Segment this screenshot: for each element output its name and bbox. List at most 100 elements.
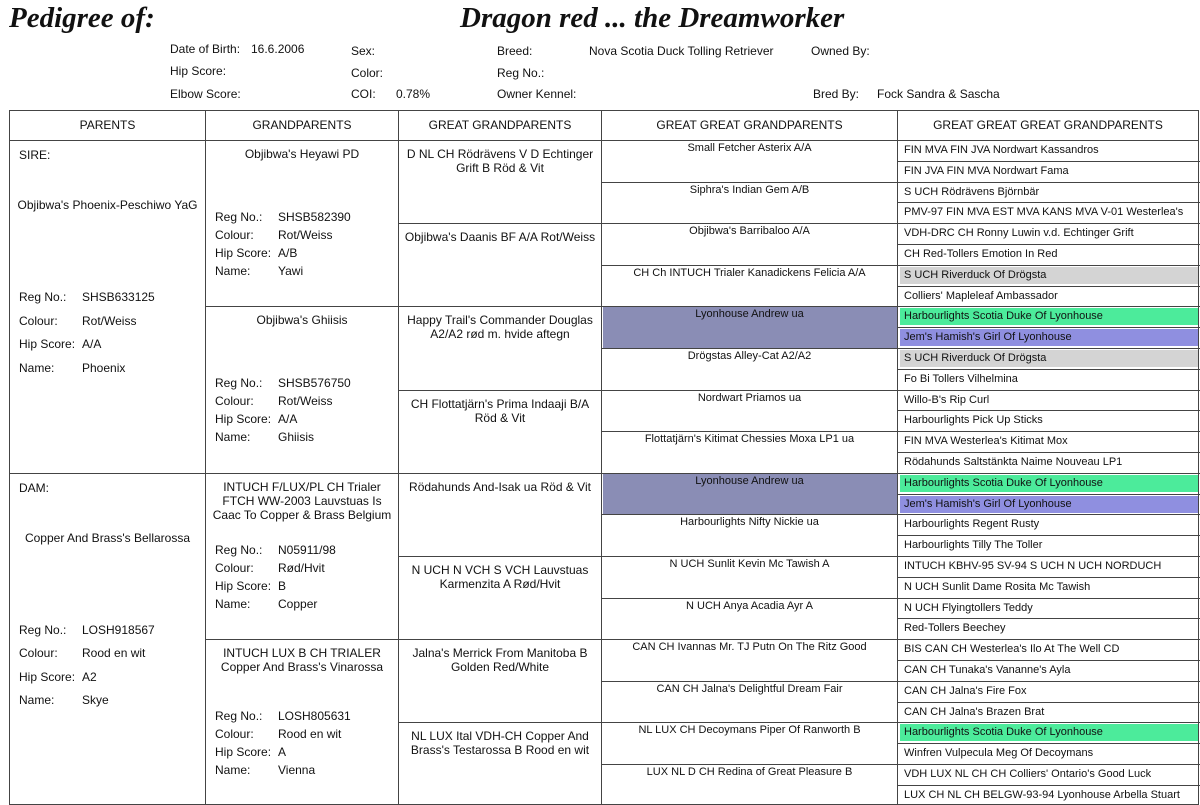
grandparent-name[interactable]: INTUCH LUX B CH TRIALER Copper And Brass… <box>220 646 384 675</box>
great-great-great-grandparent-name[interactable]: S UCH Riverduck Of Drögsta <box>900 350 1198 367</box>
parent-reg-label: Reg No.: <box>19 622 67 637</box>
parent-name[interactable]: Copper And Brass's Bellarossa <box>24 530 191 545</box>
grandparent-reg-label: Reg No.: <box>215 542 263 557</box>
grandparent-name-label: Name: <box>215 264 251 278</box>
great-great-grandparent-name[interactable]: CH Ch INTUCH Trialer Kanadickens Felicia… <box>633 266 866 279</box>
great-great-great-grandparent-name[interactable]: S UCH Riverduck Of Drögsta <box>900 266 1198 284</box>
great-great-great-grandparent-name[interactable]: CH Red-Tollers Emotion In Red <box>904 248 1058 260</box>
great-great-great-grandparent-name[interactable]: Harbourlights Pick Up Sticks <box>904 414 1043 427</box>
great-great-great-grandparent-name[interactable]: Winfren Vulpecula Meg Of Decoymans <box>904 747 1094 760</box>
great-great-great-grandparent-name[interactable]: Fo Bi Tollers Vilhelmina <box>904 372 1018 385</box>
great-great-grandparent-name[interactable]: Flottatjärn's Kitimat Chessies Moxa LP1 … <box>644 433 855 446</box>
date-of-birth-value: 16.6.2006 <box>251 42 305 56</box>
great-grandparent-name[interactable]: Objibwa's Daanis BF A/A Rot/Weiss <box>404 230 596 245</box>
great-great-grandparent-name[interactable]: N UCH Sunlit Kevin Mc Tawish A <box>669 558 830 570</box>
grandparent-hip-label: Hip Score: <box>215 745 272 760</box>
grandparent-reg-value: SHSB582390 <box>278 210 351 224</box>
parent-hip-label: Hip Score: <box>19 669 76 684</box>
grandparent-reg-value: N05911/98 <box>278 542 336 557</box>
grandparent-colour-label: Colour: <box>215 228 254 242</box>
great-great-great-grandparent-name[interactable]: S UCH Rödrävens Björnbär <box>904 185 1040 198</box>
great-great-great-grandparent-name[interactable]: VDH LUX NL CH CH Colliers' Ontario's Goo… <box>904 768 1152 780</box>
great-great-great-grandparent-name[interactable]: Harbourlights Tilly The Toller <box>904 539 1043 552</box>
grandparent-colour-value: Rot/Weiss <box>278 394 333 409</box>
great-grandparent-name[interactable]: D NL CH Rödrävens V D Echtinger Grift B … <box>406 147 594 175</box>
parent-name-label: Name: <box>19 693 55 708</box>
great-grandparent-name[interactable]: NL LUX Ital VDH-CH Copper And Brass's Te… <box>410 729 590 758</box>
great-great-grandparent-name[interactable]: LUX NL D CH Redina of Great Pleasure B <box>646 766 853 778</box>
great-grandparent-name[interactable]: Rödahunds And-Isak ua Röd & Vit <box>409 479 591 494</box>
parent-reg-value: LOSH918567 <box>82 622 155 637</box>
grandparent-hip-label: Hip Score: <box>215 412 272 427</box>
great-great-great-grandparent-name[interactable]: Red-Tollers Beechey <box>904 622 1006 635</box>
parent-name[interactable]: Objibwa's Phoenix-Peschiwo YaG <box>17 198 198 212</box>
great-great-grandparent-name[interactable]: Lyonhouse Andrew ua <box>695 308 804 321</box>
great-great-grandparent-name[interactable]: Harbourlights Nifty Nickie ua <box>680 516 819 529</box>
column-header-great-grandparents: GREAT GRANDPARENTS <box>428 118 572 132</box>
great-grandparent-name[interactable]: N UCH N VCH S VCH Lauvstuas Karmenzita A… <box>411 563 589 591</box>
great-great-great-grandparent-name[interactable]: Jem's Hamish's Girl Of Lyonhouse <box>900 495 1198 513</box>
great-great-grandparent-name[interactable]: Siphra's Indian Gem A/B <box>689 183 810 196</box>
parent-hip-value: A/A <box>82 337 102 351</box>
column-header-great-great-great-grandparents: GREAT GREAT GREAT GRANDPARENTS <box>933 118 1163 132</box>
grandparent-name[interactable]: INTUCH F/LUX/PL CH Trialer FTCH WW-2003 … <box>212 479 392 522</box>
parent-hip-label: Hip Score: <box>19 337 76 351</box>
grandparent-hip-value: A/B <box>278 246 298 260</box>
grandparent-name[interactable]: Objibwa's Ghiisis <box>256 313 348 328</box>
great-great-great-grandparent-name[interactable]: Harbourlights Scotia Duke Of Lyonhouse <box>900 474 1198 492</box>
great-great-great-grandparent-name[interactable]: PMV-97 FIN MVA EST MVA KANS MVA V-01 Wes… <box>904 206 1184 219</box>
grandparent-colour-label: Colour: <box>215 394 254 409</box>
great-great-great-grandparent-name[interactable]: Rödahunds Saltstänkta Naime Nouveau LP1 <box>904 456 1123 468</box>
great-great-great-grandparent-name[interactable]: Jem's Hamish's Girl Of Lyonhouse <box>900 329 1198 347</box>
parent-name-value: Phoenix <box>82 360 126 375</box>
grandparent-colour-label: Colour: <box>215 727 254 742</box>
grandparent-name[interactable]: Objibwa's Heyawi PD <box>244 147 360 161</box>
grandparent-hip-value: B <box>278 578 287 593</box>
great-great-great-grandparent-name[interactable]: FIN MVA Westerlea's Kitimat Mox <box>904 435 1068 448</box>
parent-colour-label: Colour: <box>19 313 58 328</box>
great-grandparent-name[interactable]: Jalna's Merrick From Manitoba B Golden R… <box>412 646 588 675</box>
great-great-great-grandparent-name[interactable]: INTUCH KBHV-95 SV-94 S UCH N UCH NORDUCH <box>904 560 1162 572</box>
owner-kennel-label: Owner Kennel: <box>497 87 577 101</box>
great-great-great-grandparent-name[interactable]: Harbourlights Regent Rusty <box>904 518 1040 531</box>
great-great-grandparent-name[interactable]: Lyonhouse Andrew ua <box>695 474 804 487</box>
grandparent-colour-label: Colour: <box>215 560 254 575</box>
great-grandparent-name[interactable]: Happy Trail's Commander Douglas A2/A2 rø… <box>407 313 593 342</box>
great-great-grandparent-name[interactable]: Small Fetcher Asterix A/A <box>687 142 812 154</box>
great-great-great-grandparent-name[interactable]: Colliers' Mapleleaf Ambassador <box>904 289 1058 302</box>
great-great-great-grandparent-name[interactable]: Harbourlights Scotia Duke Of Lyonhouse <box>900 308 1198 326</box>
great-great-great-grandparent-name[interactable]: FIN MVA FIN JVA Nordwart Kassandros <box>904 144 1099 156</box>
great-great-great-grandparent-name[interactable]: BIS CAN CH Westerlea's Ilo At The Well C… <box>904 643 1120 656</box>
great-great-great-grandparent-name[interactable]: CAN CH Jalna's Brazen Brat <box>904 705 1045 718</box>
duplicate-highlight <box>603 473 897 515</box>
great-great-great-grandparent-name[interactable]: Willo-B's Rip Curl <box>904 393 990 406</box>
grandparent-reg-label: Reg No.: <box>215 376 263 391</box>
grandparent-hip-label: Hip Score: <box>215 578 272 593</box>
parent-colour-value: Rot/Weiss <box>82 313 137 328</box>
grandparent-reg-value: LOSH805631 <box>278 709 351 724</box>
grandparent-colour-value: Rot/Weiss <box>278 228 333 242</box>
breed-label: Breed: <box>497 44 533 58</box>
great-great-great-grandparent-name[interactable]: N UCH Flyingtollers Teddy <box>904 601 1033 614</box>
great-great-great-grandparent-name[interactable]: VDH-DRC CH Ronny Luwin v.d. Echtinger Gr… <box>904 227 1134 240</box>
great-great-great-grandparent-name[interactable]: FIN JVA FIN MVA Nordwart Fama <box>904 164 1069 177</box>
great-great-great-grandparent-name[interactable]: N UCH Sunlit Dame Rosita Mc Tawish <box>904 580 1091 593</box>
grandparent-name-label: Name: <box>215 430 251 445</box>
great-great-grandparent-name[interactable]: Nordwart Priamos ua <box>697 391 802 404</box>
great-great-great-grandparent-name[interactable]: CAN CH Jalna's Fire Fox <box>904 684 1027 697</box>
color-label: Color: <box>351 66 384 80</box>
great-great-grandparent-name[interactable]: CAN CH Jalna's Delightful Dream Fair <box>656 682 843 695</box>
great-great-grandparent-name[interactable]: N UCH Anya Acadia Ayr A <box>686 599 813 612</box>
elbow-score-label: Elbow Score: <box>170 87 241 101</box>
breed-value: Nova Scotia Duck Tolling Retriever <box>589 44 774 58</box>
great-great-great-grandparent-name[interactable]: CAN CH Tunaka's Vananne's Ayla <box>904 664 1071 676</box>
great-great-grandparent-name[interactable]: Objibwa's Barribaloo A/A <box>689 225 810 238</box>
great-great-grandparent-name[interactable]: Drögstas Alley-Cat A2/A2 <box>687 350 812 362</box>
great-great-great-grandparent-name[interactable]: Harbourlights Scotia Duke Of Lyonhouse <box>900 724 1198 742</box>
great-grandparent-name[interactable]: CH Flottatjärn's Prima Indaaji B/A Röd &… <box>410 396 590 425</box>
bred-by-value: Fock Sandra & Sascha <box>877 87 1000 101</box>
great-great-grandparent-name[interactable]: NL LUX CH Decoymans Piper Of Ranworth B <box>638 724 861 737</box>
great-great-grandparent-name[interactable]: CAN CH Ivannas Mr. TJ Putn On The Ritz G… <box>632 641 867 654</box>
great-great-great-grandparent-name[interactable]: LUX CH NL CH BELGW-93-94 Lyonhouse Arbel… <box>904 788 1180 801</box>
grandparent-name-value: Yawi <box>278 264 304 278</box>
